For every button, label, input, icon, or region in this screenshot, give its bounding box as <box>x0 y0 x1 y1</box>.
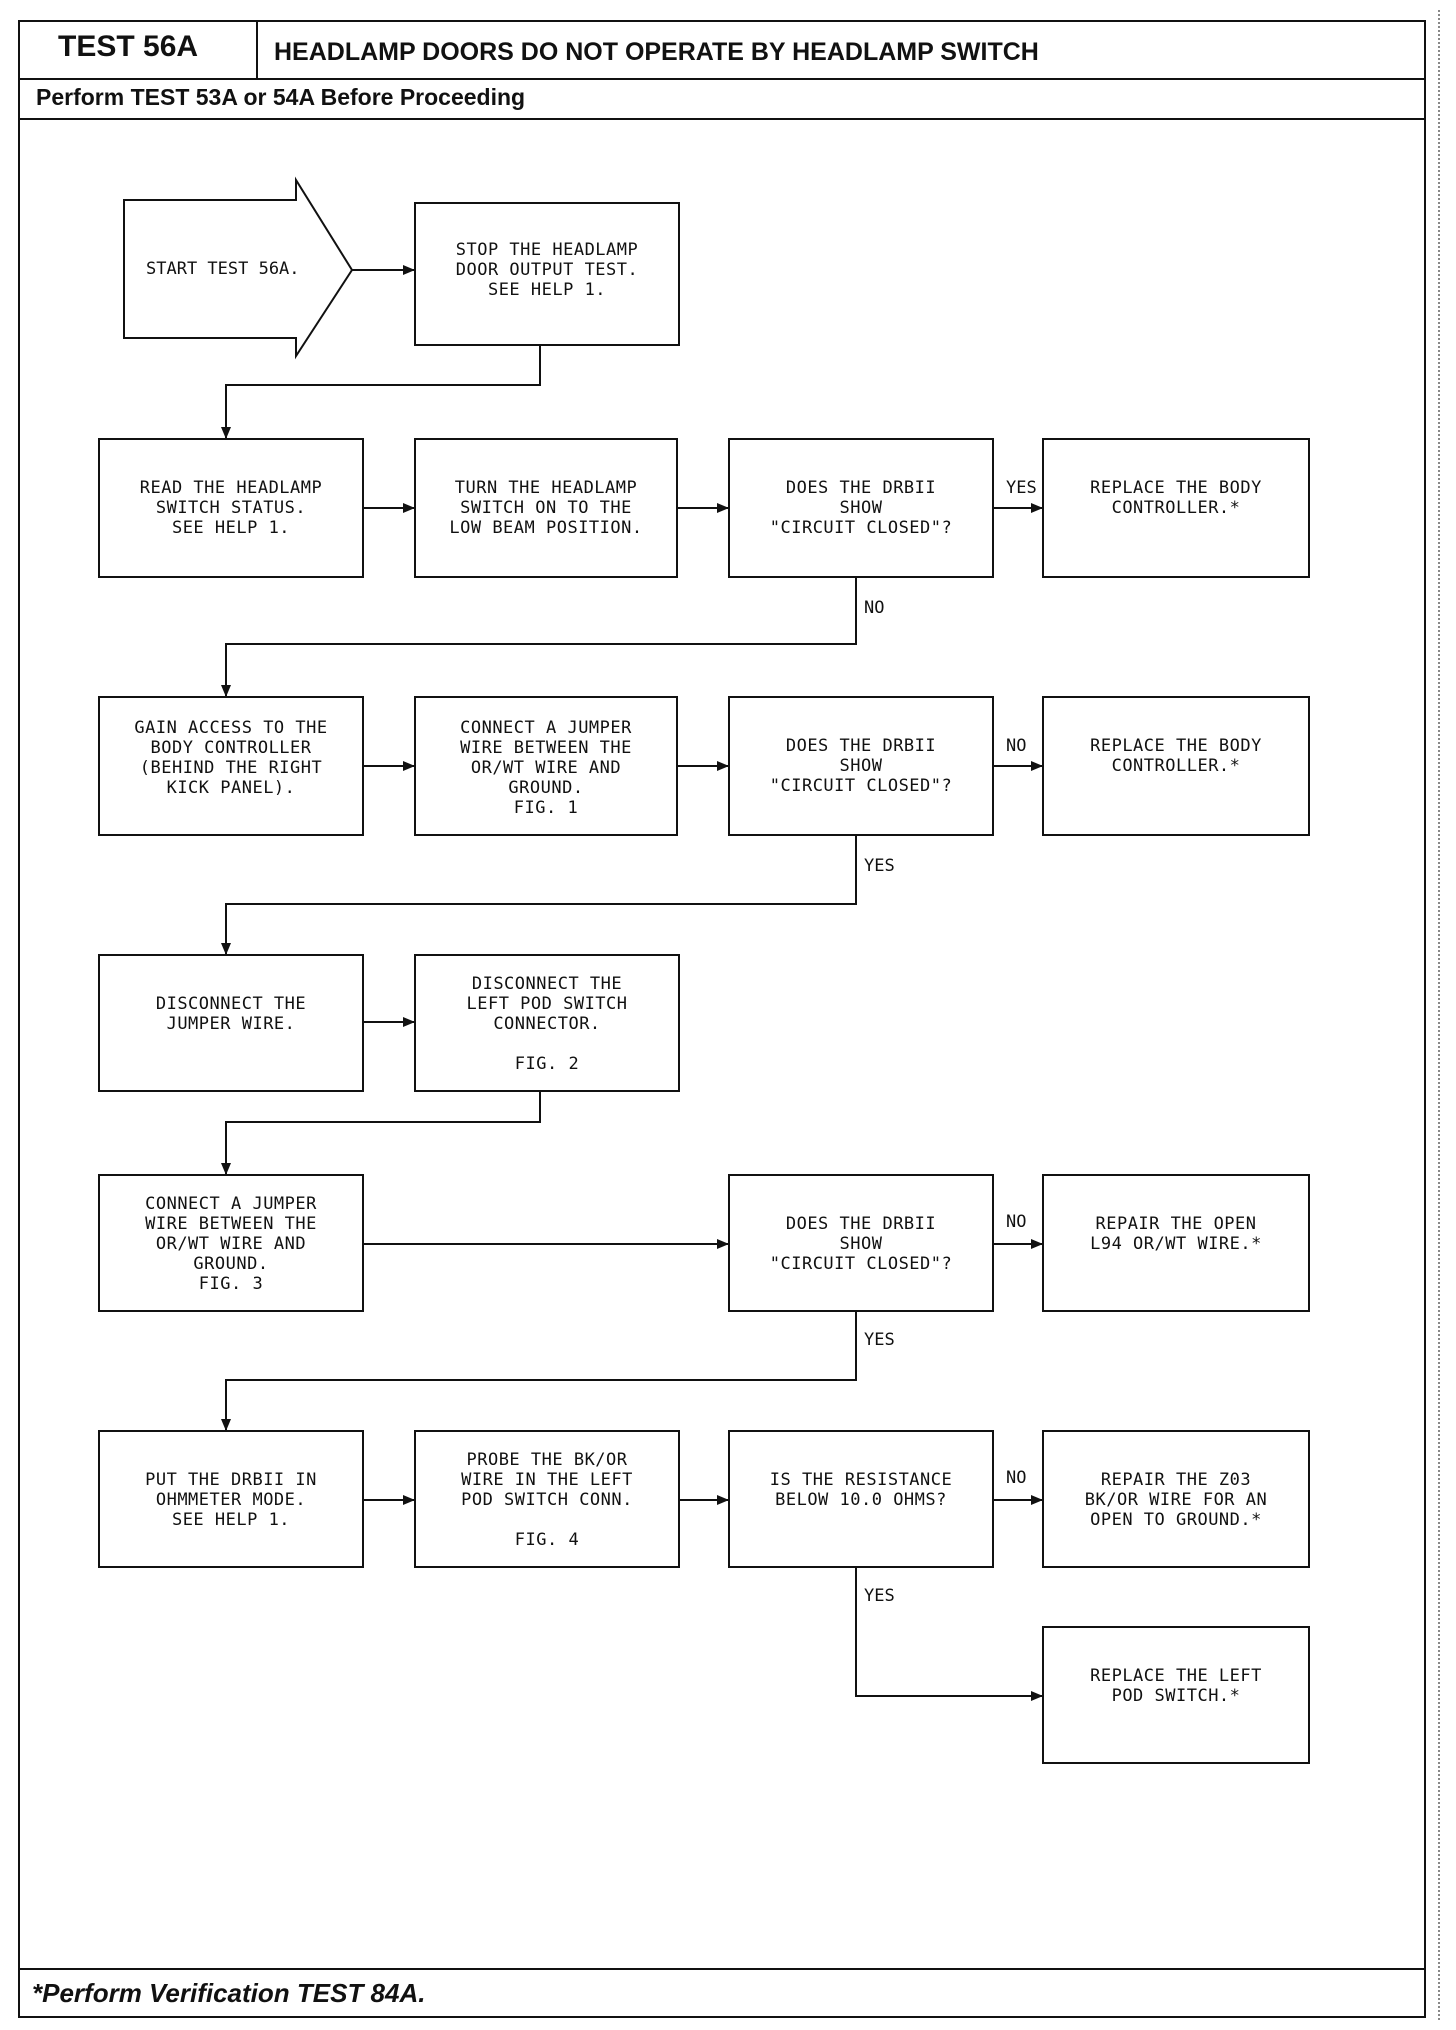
step-disconnect-pod-connector-fig2: DISCONNECT THE LEFT POD SWITCH CONNECTOR… <box>414 954 680 1092</box>
decision-circuit-closed-2: DOES THE DRBII SHOW "CIRCUIT CLOSED"? <box>728 696 994 836</box>
yes-label-3: YES <box>864 1330 895 1350</box>
page-edge-dots <box>1438 10 1440 2020</box>
start-arrow-shape <box>123 176 354 360</box>
step-stop-output-test: STOP THE HEADLAMP DOOR OUTPUT TEST. SEE … <box>414 202 680 346</box>
no-label-1: NO <box>864 598 885 618</box>
no-label-3: NO <box>1006 1212 1027 1232</box>
yes-label-2: YES <box>864 856 895 876</box>
yes-label-4: YES <box>864 1586 895 1606</box>
result-replace-left-pod-switch: REPLACE THE LEFT POD SWITCH.* <box>1042 1626 1310 1764</box>
start-test-label: START TEST 56A. <box>146 259 300 279</box>
result-repair-l94-wire: REPAIR THE OPEN L94 OR/WT WIRE.* <box>1042 1174 1310 1312</box>
subtitle-band <box>18 76 1426 120</box>
yes-label-1: YES <box>1006 478 1037 498</box>
step-connect-jumper-fig3: CONNECT A JUMPER WIRE BETWEEN THE OR/WT … <box>98 1174 364 1312</box>
step-disconnect-jumper: DISCONNECT THE JUMPER WIRE. <box>98 954 364 1092</box>
no-label-4: NO <box>1006 1468 1027 1488</box>
step-read-switch-status: READ THE HEADLAMP SWITCH STATUS. SEE HEL… <box>98 438 364 578</box>
page-title: HEADLAMP DOORS DO NOT OPERATE BY HEADLAM… <box>274 38 1039 66</box>
test-id-box <box>18 20 258 80</box>
decision-resistance-below-10: IS THE RESISTANCE BELOW 10.0 OHMS? <box>728 1430 994 1568</box>
footer-band <box>18 1968 1426 2018</box>
step-turn-switch-low-beam: TURN THE HEADLAMP SWITCH ON TO THE LOW B… <box>414 438 678 578</box>
test-id: TEST 56A <box>58 30 199 63</box>
decision-circuit-closed-1: DOES THE DRBII SHOW "CIRCUIT CLOSED"? <box>728 438 994 578</box>
result-replace-body-controller-2: REPLACE THE BODY CONTROLLER.* <box>1042 696 1310 836</box>
result-repair-z03-wire: REPAIR THE Z03 BK/OR WIRE FOR AN OPEN TO… <box>1042 1430 1310 1568</box>
footer-note: *Perform Verification TEST 84A. <box>32 1978 426 2008</box>
step-probe-bk-or-wire-fig4: PROBE THE BK/OR WIRE IN THE LEFT POD SWI… <box>414 1430 680 1568</box>
decision-circuit-closed-3: DOES THE DRBII SHOW "CIRCUIT CLOSED"? <box>728 1174 994 1312</box>
step-connect-jumper-fig1: CONNECT A JUMPER WIRE BETWEEN THE OR/WT … <box>414 696 678 836</box>
step-gain-access-body-controller: GAIN ACCESS TO THE BODY CONTROLLER (BEHI… <box>98 696 364 836</box>
page-subtitle: Perform TEST 53A or 54A Before Proceedin… <box>36 84 526 110</box>
step-ohmmeter-mode: PUT THE DRBII IN OHMMETER MODE. SEE HELP… <box>98 1430 364 1568</box>
result-replace-body-controller-1: REPLACE THE BODY CONTROLLER.* <box>1042 438 1310 578</box>
no-label-2: NO <box>1006 736 1027 756</box>
